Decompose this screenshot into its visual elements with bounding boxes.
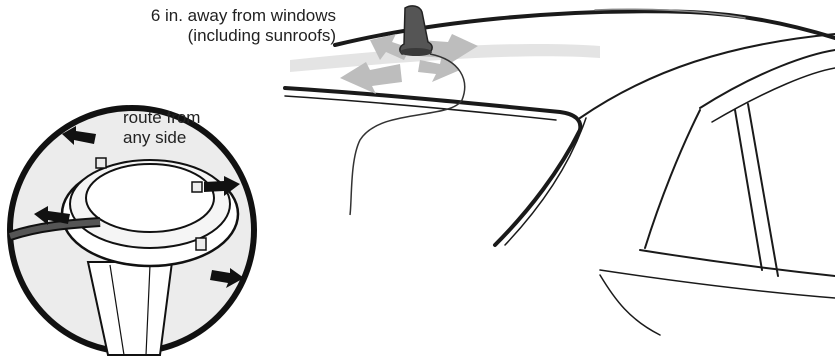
distance-annotation: 6 in. away from windows (including sunro… <box>151 6 336 46</box>
a-pillar-inner <box>505 118 586 245</box>
route-annotation: route from any side <box>123 108 200 148</box>
side-window-frame-inner <box>712 68 835 122</box>
route-annotation-line2: any side <box>123 128 200 148</box>
windshield-edge <box>580 34 835 118</box>
car-illustration <box>285 9 835 335</box>
body-line <box>600 270 835 298</box>
distance-annotation-line2: (including sunroofs) <box>151 26 336 46</box>
distance-annotation-line1: 6 in. away from windows <box>151 6 336 26</box>
route-annotation-line1: route from <box>123 108 200 128</box>
side-window-frame <box>700 50 835 108</box>
shark-fin-antenna-icon <box>400 6 432 56</box>
belt-line <box>640 250 835 276</box>
b-pillar <box>735 110 762 270</box>
a-pillar <box>495 130 580 245</box>
roof-rail-upper <box>285 88 580 130</box>
b-pillar-inner <box>748 104 778 276</box>
fender-edge <box>600 275 660 335</box>
door-window <box>645 110 700 248</box>
